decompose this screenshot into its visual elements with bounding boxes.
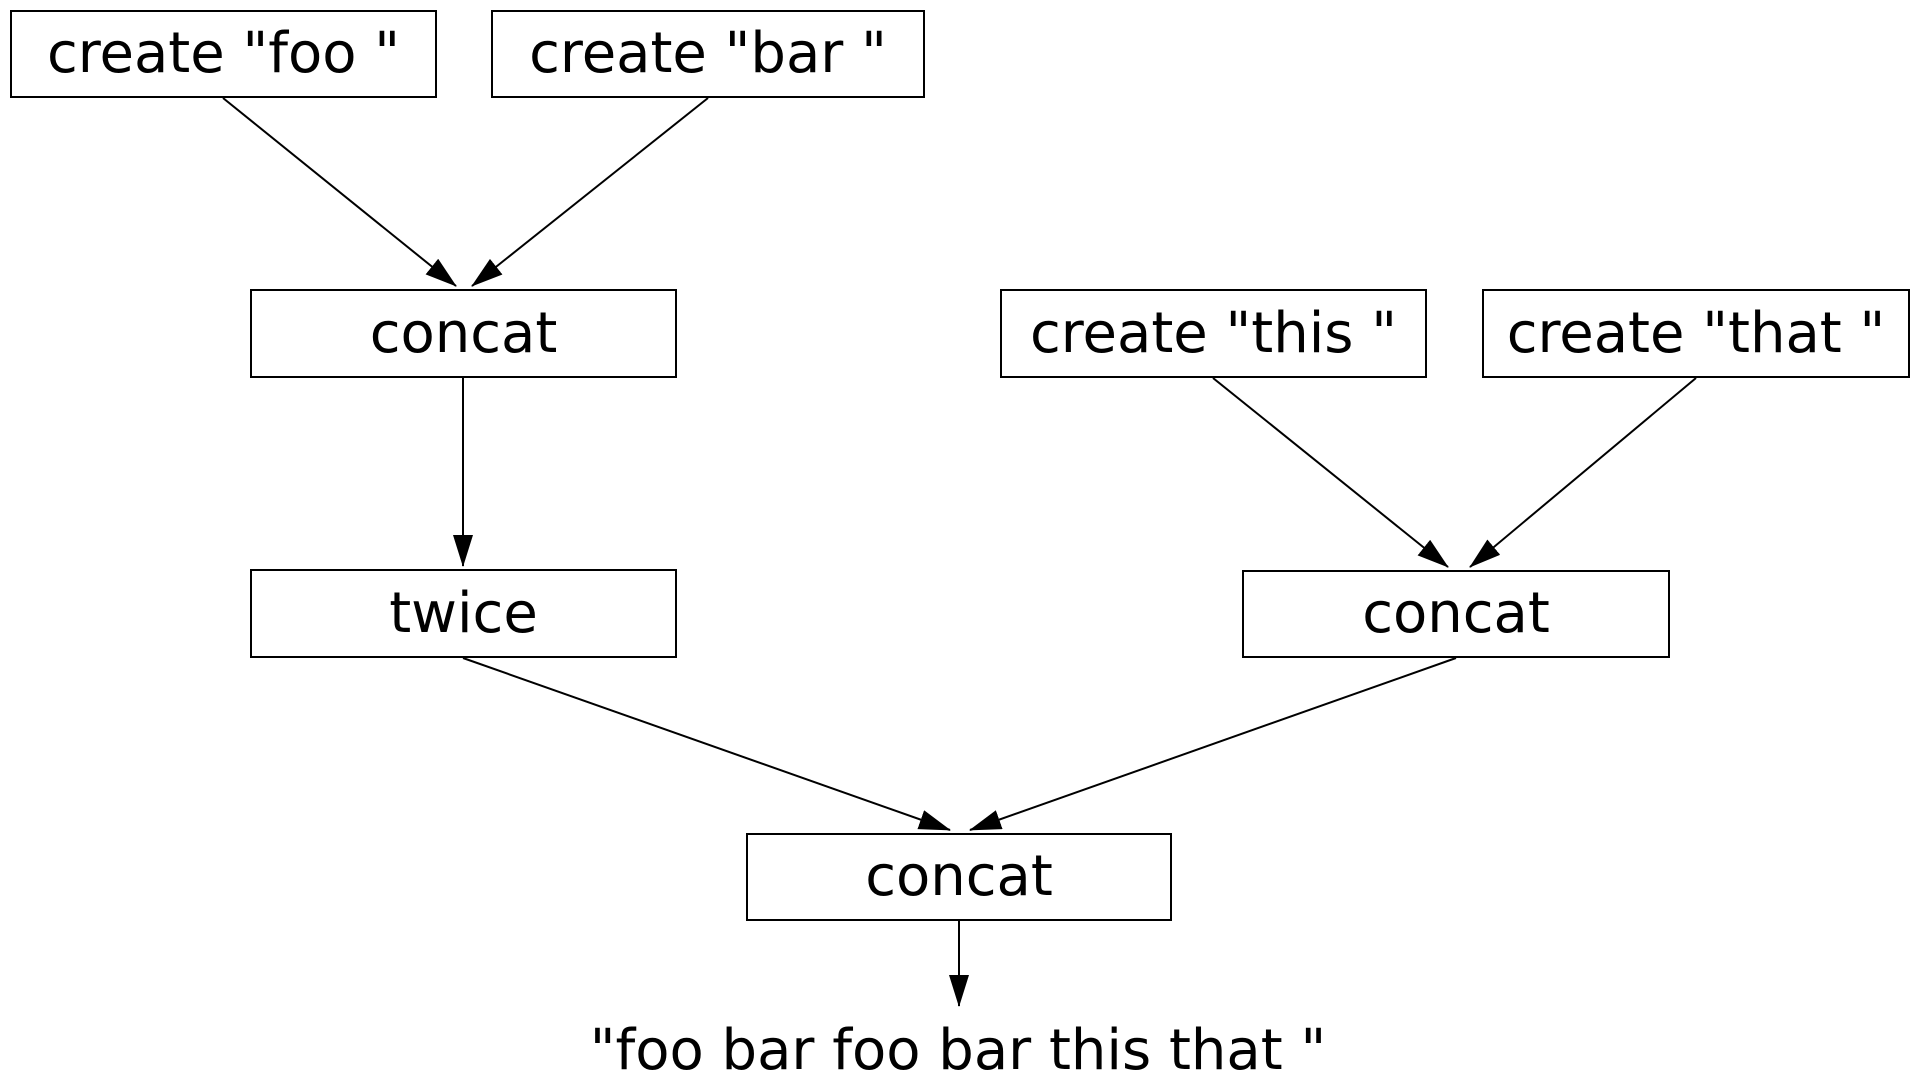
edge-twice-to-concat-3 <box>462 657 951 831</box>
node-label: twice <box>389 580 538 646</box>
node-twice: twice <box>250 569 677 658</box>
edge-create-this-to-concat-2 <box>1212 377 1449 568</box>
edge-create-bar-to-concat-1 <box>471 97 709 287</box>
node-label: create "that " <box>1506 300 1886 366</box>
node-label: create "foo " <box>46 21 401 86</box>
edge-create-that-to-concat-2 <box>1469 377 1697 568</box>
node-label: create "this " <box>1029 300 1398 366</box>
edge-concat-2-to-concat-3 <box>969 657 1457 831</box>
node-create-that: create "that " <box>1482 289 1910 378</box>
output-text: "foo bar foo bar this that " <box>589 1018 1327 1083</box>
node-concat-2: concat <box>1242 570 1670 658</box>
node-label: create "bar " <box>529 21 887 86</box>
node-concat-1: concat <box>250 289 677 378</box>
node-label: concat <box>865 844 1053 909</box>
node-label: concat <box>369 300 558 366</box>
node-create-this: create "this " <box>1000 289 1427 378</box>
node-create-bar: create "bar " <box>491 10 925 98</box>
node-create-foo: create "foo " <box>10 10 437 98</box>
edge-create-foo-to-concat-1 <box>222 97 457 287</box>
node-concat-3: concat <box>746 833 1172 921</box>
node-label: concat <box>1362 581 1550 646</box>
